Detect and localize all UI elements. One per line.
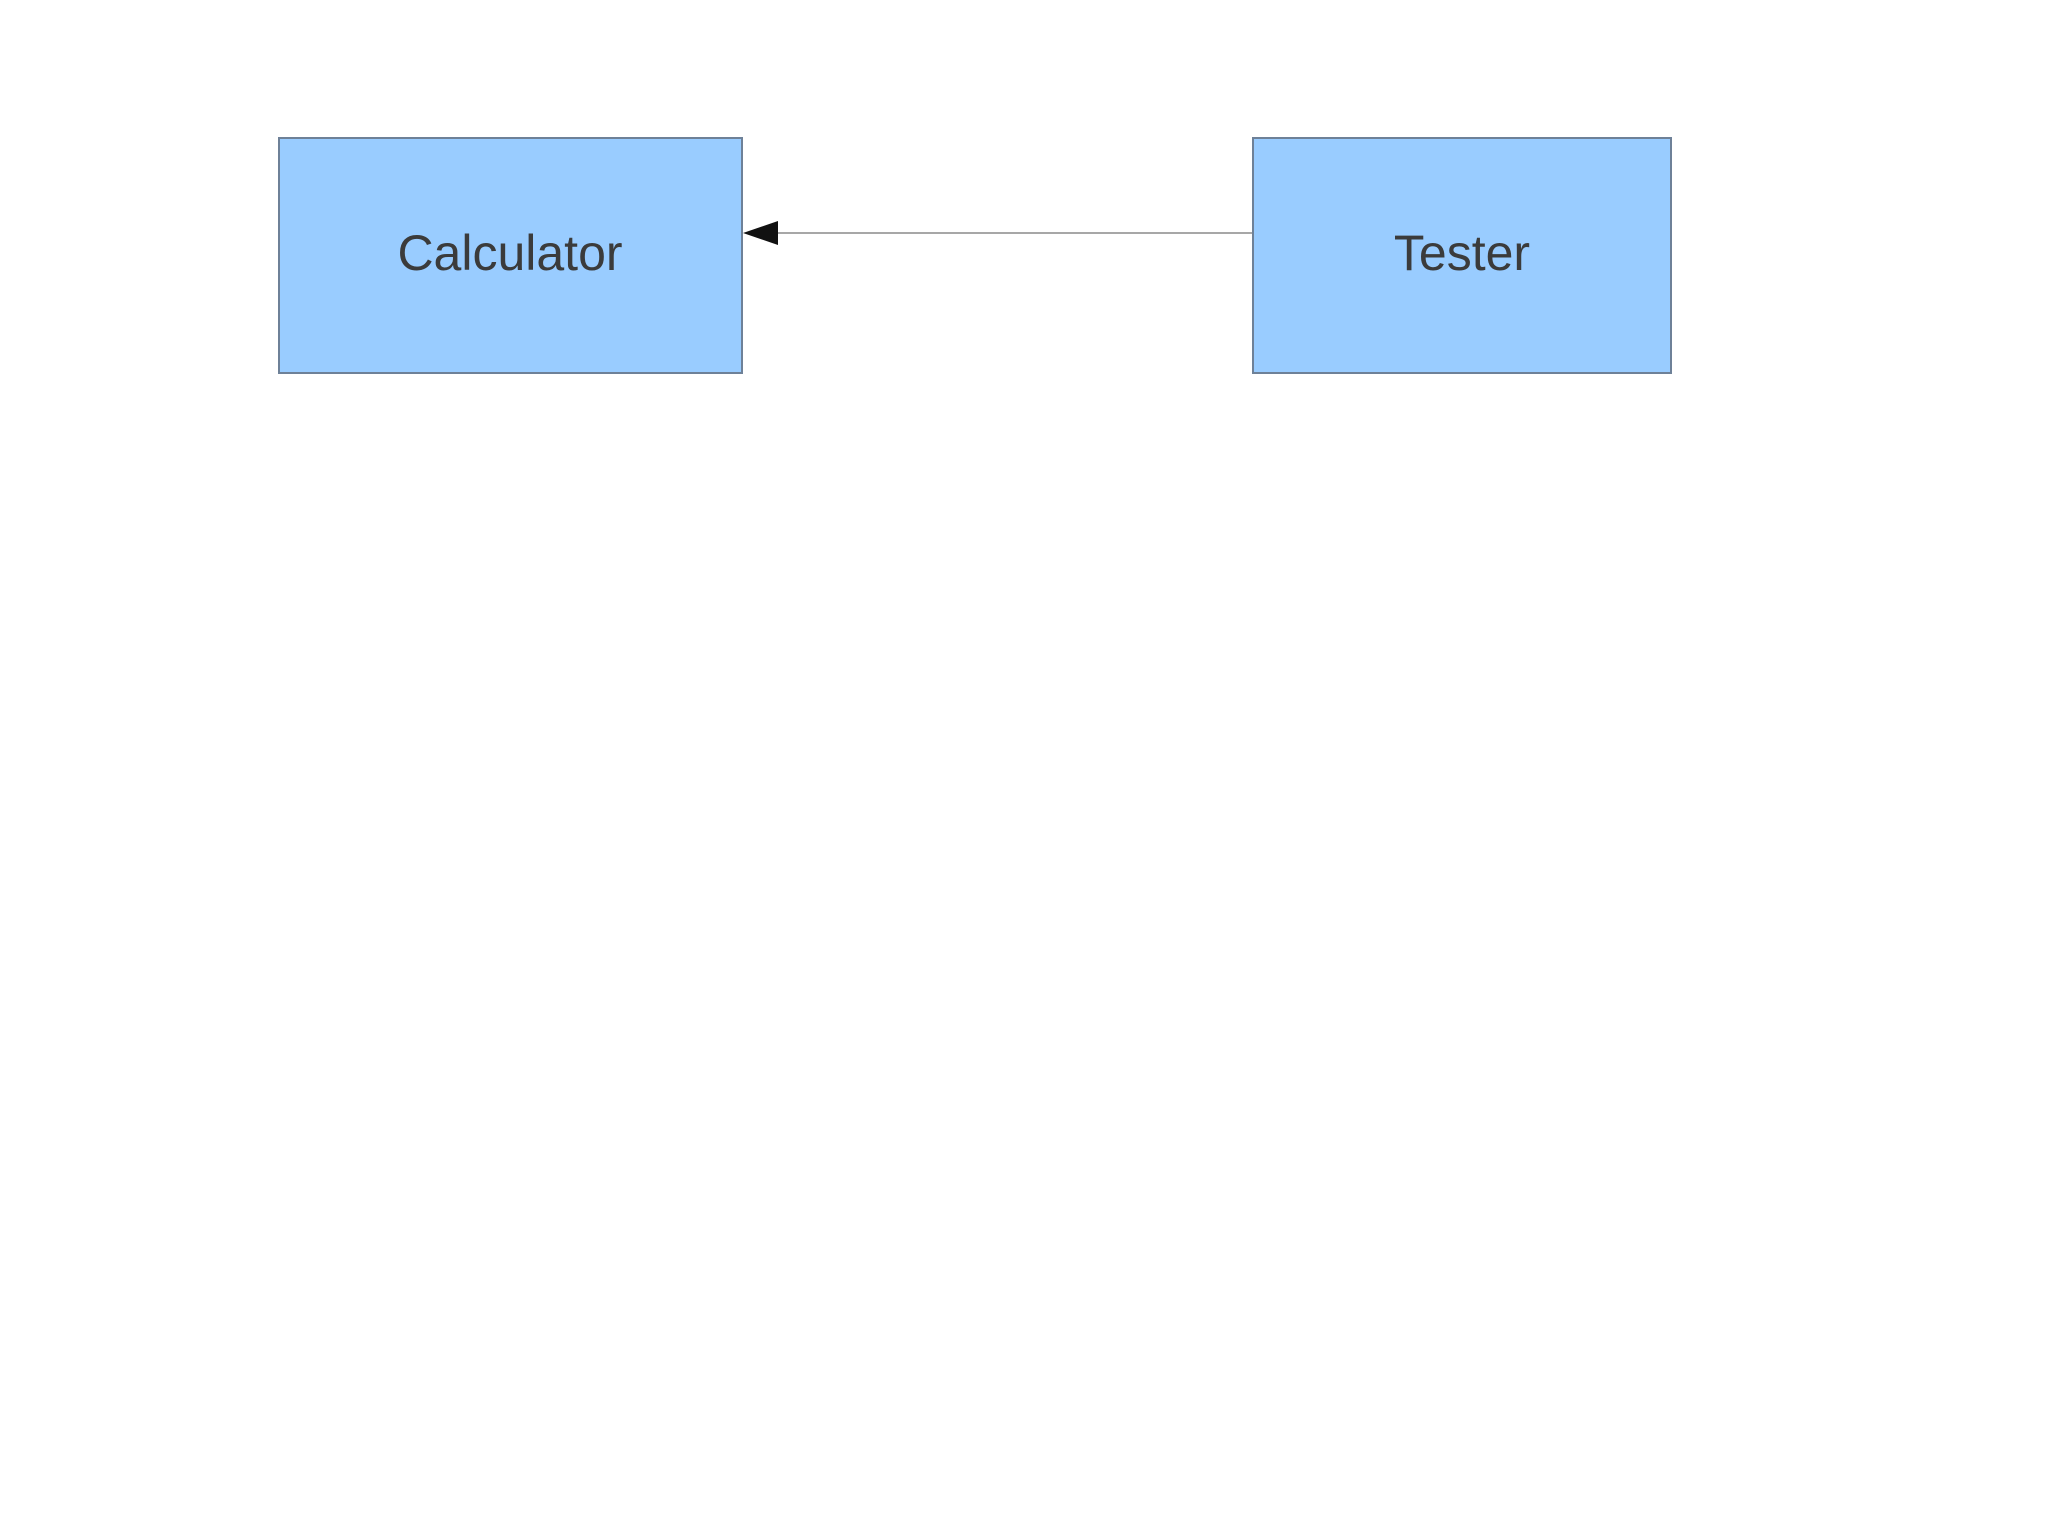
node-tester-label: Tester xyxy=(1394,225,1530,281)
edge-arrowhead xyxy=(743,221,778,245)
edge-tester-to-calculator[interactable] xyxy=(743,221,1253,245)
node-tester-box[interactable] xyxy=(1252,137,1672,374)
node-tester[interactable]: Tester xyxy=(1252,137,1672,374)
node-calculator[interactable]: Calculator xyxy=(278,137,743,374)
node-calculator-box[interactable] xyxy=(278,137,743,374)
node-calculator-label: Calculator xyxy=(397,225,622,281)
